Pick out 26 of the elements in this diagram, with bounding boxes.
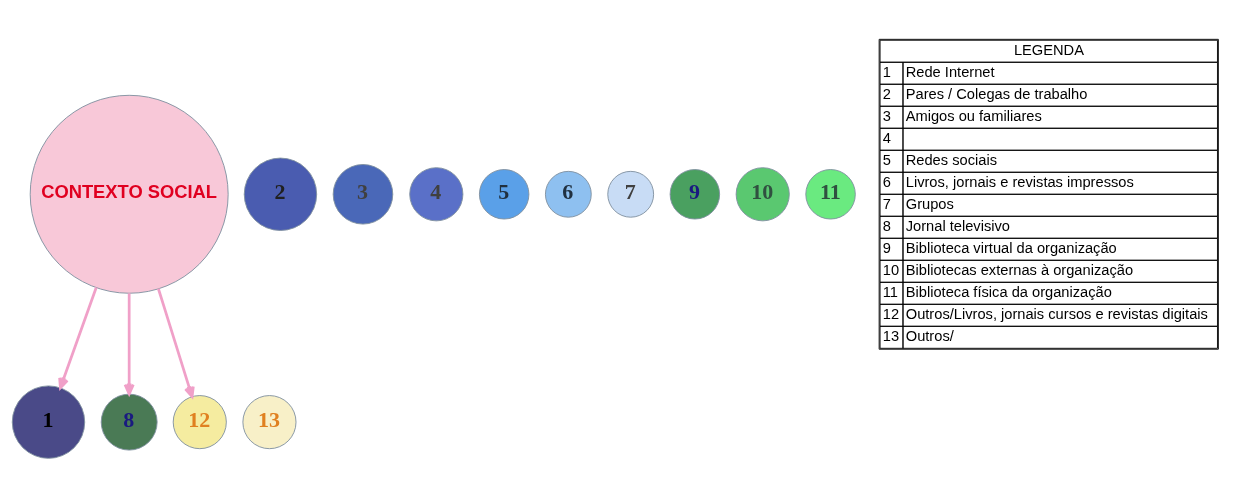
label: Amigos ou familiares — [905, 107, 1042, 124]
label: Pares / Colegas de trabalho — [905, 85, 1088, 102]
label: Redes sociais — [905, 151, 997, 168]
label: 13 — [882, 327, 900, 344]
label: 10 — [882, 261, 900, 278]
label: Livros, jornais e revistas impressos — [905, 173, 1134, 190]
label: 5 — [882, 151, 891, 168]
label: Bibliotecas externas à organização — [905, 261, 1134, 278]
label: 11 — [882, 283, 899, 300]
label: Jornal televisivo — [905, 217, 1011, 234]
label: 4 — [882, 129, 891, 146]
label: Biblioteca física da organização — [905, 283, 1112, 300]
label: Grupos — [905, 195, 954, 212]
label: 9 — [882, 239, 891, 256]
label: 7 — [882, 195, 891, 212]
label: Outros/ — [905, 327, 954, 344]
label: 8 — [882, 217, 891, 234]
label: 1 — [882, 63, 891, 80]
label: LEGENDA — [1013, 41, 1084, 58]
label: Outros/Livros, jornais cursos e revistas digitais — [905, 305, 1208, 322]
label: 12 — [882, 305, 900, 322]
label: 6 — [882, 173, 891, 190]
label: 3 — [882, 107, 891, 124]
label: 2 — [882, 85, 891, 102]
label: Biblioteca virtual da organização — [905, 239, 1117, 256]
label: Rede Internet — [905, 63, 995, 80]
